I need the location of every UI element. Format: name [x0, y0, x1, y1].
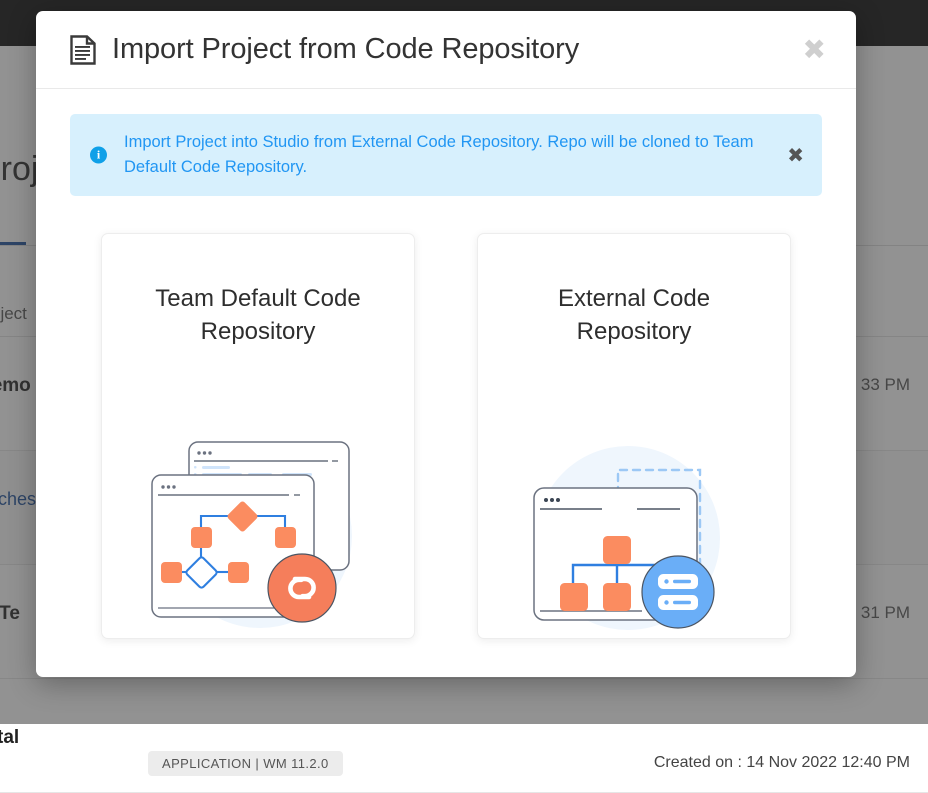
- application-version-badge: APPLICATION | WM 11.2.0: [148, 751, 343, 776]
- banner-close-icon[interactable]: ✖: [787, 143, 804, 167]
- team-default-repo-illustration: [102, 416, 414, 638]
- modal-header: Import Project from Code Repository ✖: [36, 11, 856, 89]
- document-icon: [70, 35, 96, 65]
- card-title: Team Default Code Repository: [141, 282, 376, 348]
- card-team-default-code-repository[interactable]: Team Default Code Repository: [101, 233, 415, 639]
- info-banner: i Import Project into Studio from Extern…: [70, 114, 822, 196]
- close-icon[interactable]: ✖: [795, 32, 834, 68]
- info-icon: i: [90, 147, 107, 164]
- modal-body: i Import Project into Studio from Extern…: [36, 89, 856, 677]
- modal-title: Import Project from Code Repository: [112, 33, 795, 66]
- external-repo-illustration: [478, 416, 790, 638]
- card-external-code-repository[interactable]: External Code Repository: [477, 233, 791, 639]
- import-project-modal: Import Project from Code Repository ✖ i …: [36, 11, 856, 677]
- info-banner-text: Import Project into Studio from External…: [124, 130, 764, 180]
- card-title: External Code Repository: [517, 282, 752, 348]
- project-name: ortal: [0, 727, 19, 749]
- repository-options: Team Default Code Repository: [70, 233, 822, 639]
- created-on-label: Created on : 14 Nov 2022 12:40 PM: [654, 754, 910, 772]
